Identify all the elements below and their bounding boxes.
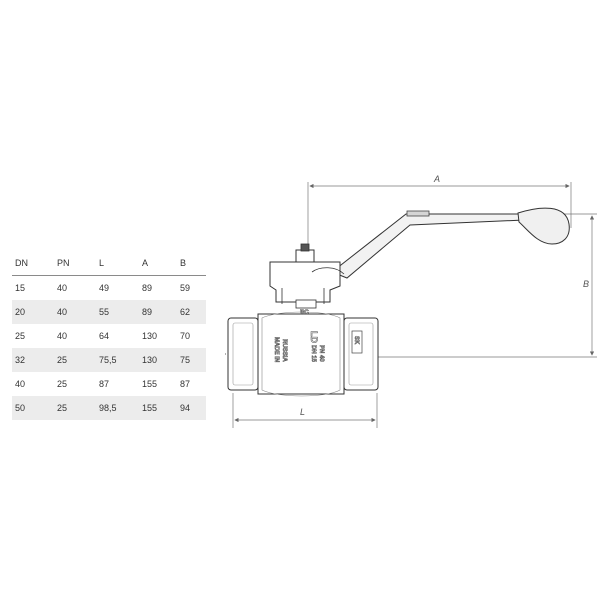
- table-row: 20 40 55 89 62: [12, 300, 206, 324]
- cell-pn: 25: [57, 396, 99, 420]
- valve-handle: [331, 207, 570, 279]
- header-pn: PN: [57, 251, 99, 276]
- cell-pn: 25: [57, 379, 68, 389]
- cell-pn: 25: [57, 348, 99, 372]
- cell-b: 75: [180, 348, 206, 372]
- mark-side: SK: [353, 336, 359, 345]
- mark-rc: RC: [300, 310, 309, 316]
- mark-russia: RUSSIA: [281, 339, 287, 362]
- table-row: 40 25 87 155 87: [12, 372, 206, 396]
- table-row: 15 40 49 89 59: [12, 276, 206, 301]
- cell-pn: 40: [57, 300, 99, 324]
- dimension-l-label: L: [300, 407, 305, 417]
- header-b: B: [180, 251, 206, 276]
- cell-b: 94: [180, 396, 206, 420]
- table-row: 50 25 98,5 155 94: [12, 396, 206, 420]
- table-row: 32 25 75,5 130 75: [12, 348, 206, 372]
- table-header-row: DN PN L A B: [12, 251, 206, 276]
- cell-dn: 40: [15, 379, 26, 389]
- table-row: 25 40 64 130 70: [12, 324, 206, 348]
- dimension-l: L: [232, 393, 378, 428]
- valve-body: [225, 311, 379, 397]
- mark-made-in: MADE IN: [273, 337, 279, 362]
- cell-dn: 15: [15, 283, 26, 293]
- cell-dn: 32: [12, 348, 57, 372]
- cell-pn: 40: [57, 331, 68, 341]
- cell-l: 87: [99, 379, 110, 389]
- body-markings: MADE IN RUSSIA LD DN 15 PN 40 RC SK: [273, 310, 363, 363]
- cell-a: 130: [142, 348, 180, 372]
- cell-dn: 50: [12, 396, 57, 420]
- dimension-a-label: A: [433, 174, 440, 184]
- cell-l: 75,5: [99, 348, 142, 372]
- valve-stem: [269, 243, 345, 309]
- cell-l: 98,5: [99, 396, 142, 420]
- header-a: A: [142, 251, 180, 276]
- mark-logo: LD: [309, 331, 319, 343]
- cell-a: 89: [142, 283, 153, 293]
- cell-a: 155: [142, 379, 158, 389]
- dimension-b-label: B: [583, 279, 589, 289]
- cell-b: 62: [180, 300, 206, 324]
- cell-b: 87: [180, 379, 191, 389]
- cell-dn: 25: [15, 331, 26, 341]
- cell-dn: 20: [12, 300, 57, 324]
- header-l: L: [99, 251, 142, 276]
- cell-l: 49: [99, 283, 110, 293]
- spec-table: DN PN L A B 15 40 49 89 59 20 40 55 89 6…: [12, 251, 206, 420]
- cell-pn: 40: [57, 283, 68, 293]
- cell-a: 155: [142, 396, 180, 420]
- cell-b: 70: [180, 331, 191, 341]
- cell-b: 59: [180, 283, 191, 293]
- mark-pn: PN 40: [318, 345, 324, 362]
- cell-a: 89: [142, 300, 180, 324]
- cell-a: 130: [142, 331, 158, 341]
- cell-l: 64: [99, 331, 110, 341]
- cell-l: 55: [99, 300, 142, 324]
- header-dn: DN: [12, 251, 57, 276]
- mark-dn: DN 15: [310, 345, 316, 363]
